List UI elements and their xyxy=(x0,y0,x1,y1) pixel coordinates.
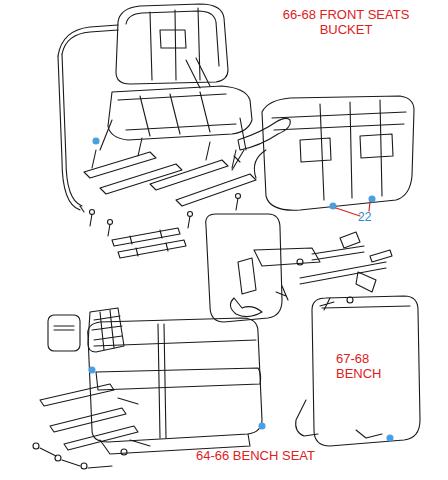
location-dot xyxy=(93,138,99,144)
seat-cover-icon xyxy=(92,310,122,350)
seat-trim-molding xyxy=(58,54,82,210)
location-dot xyxy=(330,203,336,209)
bucket-seat-cushion xyxy=(108,58,252,140)
seat-back-hinge-assembly xyxy=(297,259,303,265)
bench-seat-rails xyxy=(81,463,87,469)
seat-straps xyxy=(118,240,186,258)
seat-track-rails xyxy=(84,118,256,236)
section-title: 67-68 BENCH xyxy=(336,352,402,382)
bench-seat-rails xyxy=(40,384,114,406)
bench-seat-rails xyxy=(33,384,150,469)
bench-seat-rails xyxy=(33,443,39,449)
seat-back-hinge-assembly xyxy=(230,298,262,317)
location-dot xyxy=(387,435,393,441)
bench-seat-back xyxy=(322,306,410,308)
bench-seat-rails xyxy=(121,449,127,455)
seat-track-rails xyxy=(100,118,246,150)
seat-back-hinge-assembly xyxy=(312,246,364,260)
seat-back-hinge-assembly xyxy=(300,262,386,284)
seat-trim-molding xyxy=(80,206,84,212)
seat-back-hinge-assembly xyxy=(356,272,376,292)
bucket-seat-back xyxy=(116,4,228,84)
bucket-seat-cushion xyxy=(118,94,236,130)
bench-seat xyxy=(158,324,166,438)
seat-track-rails xyxy=(100,164,182,194)
bench-seat-back xyxy=(356,430,382,438)
bucket-seat-back-rear-view xyxy=(300,134,393,162)
callout-number: 22 xyxy=(358,211,388,225)
seat-trim-molding xyxy=(232,118,290,170)
bench-seat-rails xyxy=(118,398,150,446)
seat-back-hinge-assembly xyxy=(254,248,320,266)
seat-back-hinge-assembly xyxy=(370,250,392,262)
seat-straps xyxy=(130,230,168,256)
section-title: 66-68 FRONT SEATS BUCKET xyxy=(266,8,426,38)
bucket-seat-back xyxy=(126,11,219,66)
bucket-seat-back-rear-view xyxy=(320,100,382,200)
bucket-seat-back xyxy=(160,30,186,48)
bucket-seat-back xyxy=(150,8,200,80)
bench-seat-back xyxy=(296,296,420,446)
seat-back-hinge-assembly xyxy=(276,286,288,300)
bucket-seat-back-rear-view xyxy=(272,112,406,130)
seat-back-hinge-assembly xyxy=(238,258,256,294)
seat-back-hinge-assembly xyxy=(340,232,360,248)
bench-seat xyxy=(88,318,262,442)
bucket-seat-cushion xyxy=(108,86,252,140)
seat-straps xyxy=(112,228,186,258)
bench-seat xyxy=(94,340,256,346)
location-dot xyxy=(369,196,375,202)
seat-track-rails xyxy=(92,138,236,168)
seat-cover-icon xyxy=(54,326,74,330)
bucket-seat-back-rear-view xyxy=(254,96,414,210)
bucket-seat-back xyxy=(116,4,228,84)
location-dot xyxy=(259,423,265,429)
section-title: 64-66 BENCH SEAT xyxy=(196,449,346,464)
bench-seat-back xyxy=(312,296,420,446)
bucket-seat-cushion xyxy=(186,58,210,88)
seat-straps xyxy=(112,228,180,246)
seat-trim-molding xyxy=(58,25,118,56)
bench-seat-back xyxy=(296,400,318,436)
bench-seat-rails xyxy=(40,448,112,468)
bench-seat xyxy=(96,368,261,390)
bench-seat-rails xyxy=(64,426,138,450)
seat-track-rails xyxy=(176,174,256,206)
seat-back-hinge-assembly xyxy=(206,214,282,322)
bucket-seat-back-rear-view xyxy=(262,96,414,210)
seat-back-hinge-assembly xyxy=(206,214,392,322)
seat-trim-molding xyxy=(58,25,118,212)
bucket-seat-back-rear-view xyxy=(254,150,266,178)
seat-cover-icon xyxy=(48,315,80,351)
bench-seat-rails xyxy=(50,408,126,432)
bench-seat xyxy=(88,318,262,454)
location-dot xyxy=(89,367,95,373)
bucket-seat-cushion xyxy=(140,92,210,136)
